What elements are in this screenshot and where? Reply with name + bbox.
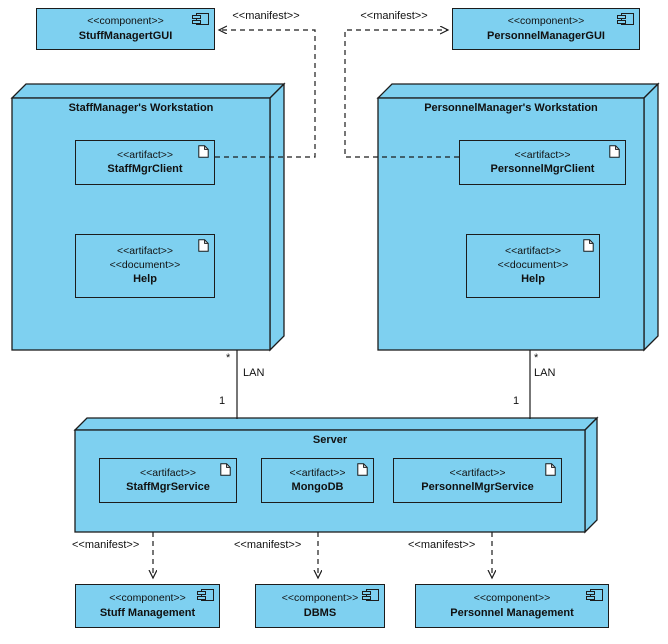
multiplicity-one-right: 1 (513, 395, 520, 407)
multiplicity-many-right: * (534, 352, 539, 364)
artifact-stereotype-document: <<document>> (497, 258, 569, 271)
manifest-edge-staff-client-to-gui[interactable] (215, 30, 316, 158)
component-icon (617, 13, 634, 25)
artifact-stereotype: <<artifact>> (504, 245, 562, 258)
artifact-icon (545, 463, 556, 476)
component-stuff-management[interactable]: <<component>> Stuff Management (75, 584, 220, 628)
artifact-icon (198, 145, 209, 158)
artifact-stereotype: <<artifact>> (514, 148, 571, 161)
artifact-name: PersonnelMgrClient (490, 163, 595, 176)
lan-label-left: LAN (243, 367, 265, 379)
multiplicity-one-left: 1 (219, 395, 226, 407)
component-stereotype: <<component>> (507, 15, 585, 28)
artifact-stereotype: <<artifact>> (289, 466, 346, 479)
node-title-staff-workstation: StaffManager's Workstation (68, 102, 214, 114)
component-stereotype: <<component>> (473, 592, 551, 605)
manifest-label-top-left: <<manifest>> (232, 10, 300, 22)
node-staff-workstation-shape[interactable] (10, 82, 286, 352)
artifact-name: MongoDB (291, 481, 344, 494)
component-stereotype: <<component>> (87, 15, 164, 28)
component-name: Personnel Management (450, 606, 574, 619)
artifact-help-staff[interactable]: <<artifact>> <<document>> Help (75, 234, 215, 298)
node-title-server: Server (312, 434, 348, 446)
artifact-icon (220, 463, 231, 476)
artifact-name: Help (133, 273, 157, 286)
manifest-label-top-right: <<manifest>> (360, 10, 428, 22)
node-title-personnel-workstation: PersonnelManager's Workstation (424, 102, 598, 114)
component-icon (192, 13, 209, 25)
component-stuff-managert-gui[interactable]: <<component>> StuffManagertGUI (36, 8, 215, 50)
component-personnel-manager-gui[interactable]: <<component>> PersonnelManagerGUI (452, 8, 640, 50)
component-name: StuffManagertGUI (78, 29, 173, 42)
artifact-stereotype: <<artifact>> (139, 466, 197, 479)
node-personnel-workstation-shape[interactable] (376, 82, 660, 352)
component-stereotype: <<component>> (281, 592, 359, 605)
lan-label-right: LAN (534, 367, 556, 379)
component-icon (586, 589, 603, 601)
manifest-label-bottom-left: <<manifest>> (72, 539, 140, 551)
component-name: DBMS (303, 606, 337, 619)
artifact-stereotype: <<artifact>> (116, 245, 174, 258)
component-icon (197, 589, 214, 601)
component-personnel-management[interactable]: <<component>> Personnel Management (415, 584, 609, 628)
artifact-icon (609, 145, 620, 158)
artifact-icon (357, 463, 368, 476)
component-icon (362, 589, 379, 601)
artifact-icon (198, 239, 209, 252)
component-name: PersonnelManagerGUI (487, 29, 605, 42)
artifact-stereotype: <<artifact>> (116, 148, 174, 161)
artifact-staff-mgr-client[interactable]: <<artifact>> StaffMgrClient (75, 140, 215, 185)
artifact-help-personnel[interactable]: <<artifact>> <<document>> Help (466, 234, 600, 298)
artifact-icon (583, 239, 594, 252)
artifact-stereotype: <<artifact>> (449, 466, 506, 479)
artifact-name: StaffMgrClient (107, 163, 183, 176)
artifact-mongodb[interactable]: <<artifact>> MongoDB (261, 458, 374, 503)
artifact-name: StaffMgrService (126, 481, 210, 494)
component-stereotype: <<component>> (109, 592, 186, 605)
artifact-staff-mgr-service[interactable]: <<artifact>> StaffMgrService (99, 458, 237, 503)
manifest-label-bottom-middle: <<manifest>> (234, 539, 302, 551)
artifact-name: Help (521, 273, 545, 286)
component-dbms[interactable]: <<component>> DBMS (255, 584, 385, 628)
artifact-personnel-mgr-service[interactable]: <<artifact>> PersonnelMgrService (393, 458, 562, 503)
artifact-stereotype-document: <<document>> (109, 258, 181, 271)
artifact-name: PersonnelMgrService (421, 481, 534, 494)
manifest-edge-personnel-client-to-gui[interactable] (344, 30, 459, 158)
manifest-label-bottom-right: <<manifest>> (408, 539, 476, 551)
component-name: Stuff Management (99, 606, 196, 619)
artifact-personnel-mgr-client[interactable]: <<artifact>> PersonnelMgrClient (459, 140, 626, 185)
multiplicity-many-left: * (226, 352, 231, 364)
